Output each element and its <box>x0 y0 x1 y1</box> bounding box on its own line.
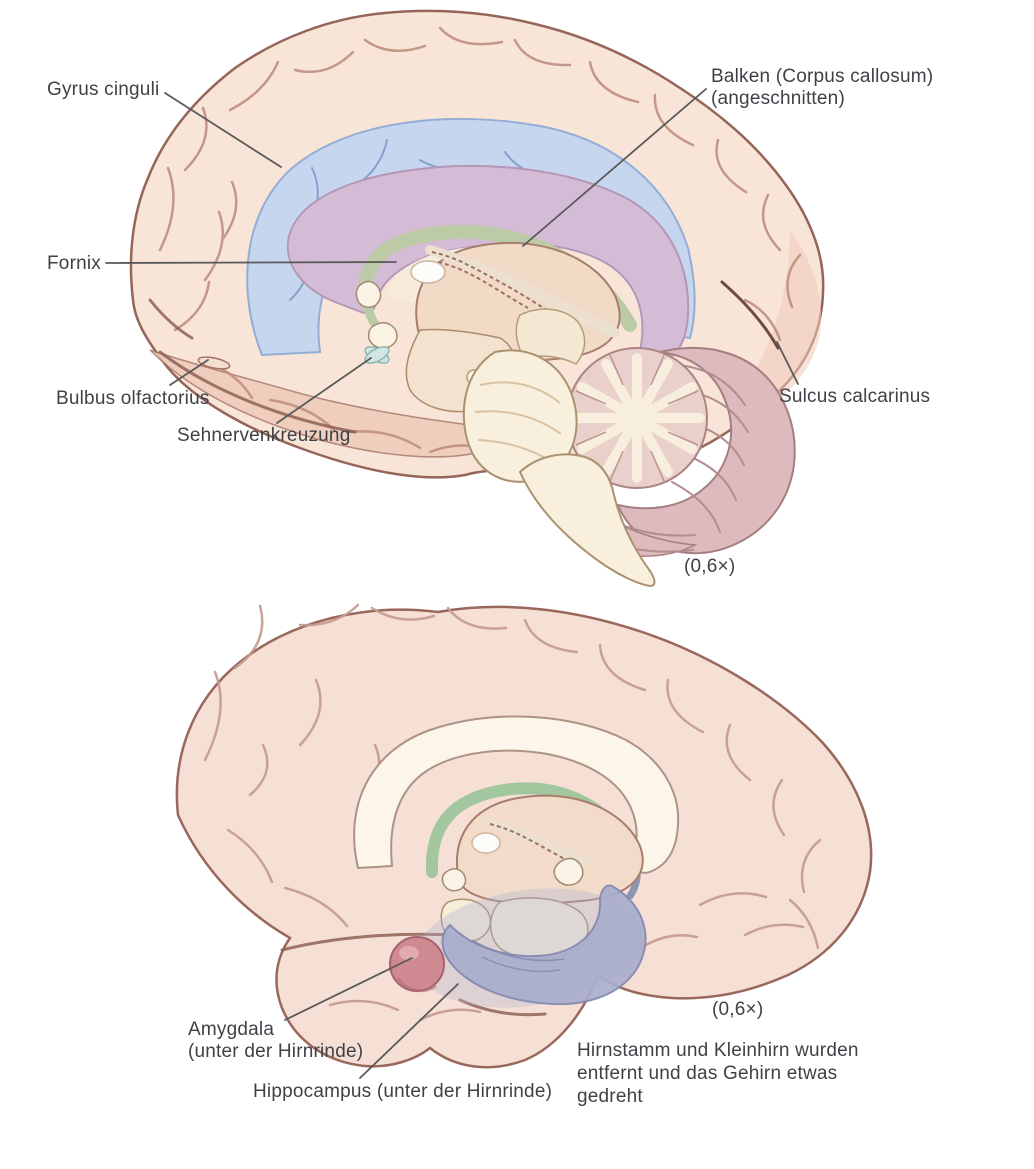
leader-sehnervenkreuzung <box>276 357 372 424</box>
medulla <box>518 453 656 588</box>
leader-amygdala <box>284 957 413 1021</box>
fornix-columns-white <box>355 280 398 349</box>
leader-hippocampus <box>359 983 459 1079</box>
leader-sulcus-calcarinus <box>776 341 799 385</box>
arbor-vitae-center <box>617 398 657 438</box>
leader-lines <box>105 88 799 1079</box>
vermis-fissures <box>575 354 699 482</box>
cut-white-pieces <box>441 857 584 892</box>
hippocampus-highlight <box>441 884 647 1006</box>
stria-medullaris-texture <box>431 251 563 321</box>
anterior-commissure <box>410 260 446 284</box>
olfactory-bulb <box>197 356 231 370</box>
label-sehnervenkreuzung: Sehnervenkreuzung <box>177 425 351 446</box>
top-deep-creases <box>148 298 357 434</box>
label-balken-line2: (angeschnitten) <box>711 88 845 109</box>
stria-texture-bottom <box>489 823 579 867</box>
label-amygdala-line2: (unter der Hirnrinde) <box>188 1041 364 1062</box>
arbor-vitae <box>569 353 705 483</box>
label-scale-top: (0,6×) <box>684 556 736 577</box>
label-balken-line1: Balken (Corpus callosum) <box>711 66 934 87</box>
bottom-deep-creases <box>280 932 547 1017</box>
label-scale-bottom: (0,6×) <box>712 999 764 1020</box>
calcarine-sulcus <box>720 280 780 350</box>
label-bulbus-olfactorius: Bulbus olfactorius <box>56 388 210 409</box>
top-occipital-shading <box>732 230 822 413</box>
leader-fornix <box>105 261 397 264</box>
label-amygdala-line1: Amygdala <box>188 1019 275 1040</box>
top-brain-illustration <box>129 9 825 588</box>
label-gyrus-cinguli: Gyrus cinguli <box>47 79 160 100</box>
caption-line2: entfernt und das Gehirn etwas <box>577 1063 838 1084</box>
anterior-commissure-bottom <box>471 832 501 854</box>
corpus-callosum-white <box>353 715 680 874</box>
leader-bulbus <box>169 359 209 386</box>
midbrain <box>515 308 586 365</box>
leader-gyrus-cinguli <box>164 92 282 168</box>
label-hippocampus: Hippocampus (unter der Hirnrinde) <box>253 1081 553 1102</box>
caption-line1: Hirnstamm und Kleinhirn wurden <box>577 1040 859 1061</box>
label-fornix: Fornix <box>47 253 101 274</box>
hippocampus-curves <box>471 939 565 973</box>
caption-line3: gedreht <box>577 1086 643 1107</box>
label-sulcus-calcarinus: Sulcus calcarinus <box>779 386 931 407</box>
bottom-brain-illustration <box>175 603 873 1069</box>
leader-balken <box>522 88 707 247</box>
amygdala-highlight <box>389 936 445 993</box>
